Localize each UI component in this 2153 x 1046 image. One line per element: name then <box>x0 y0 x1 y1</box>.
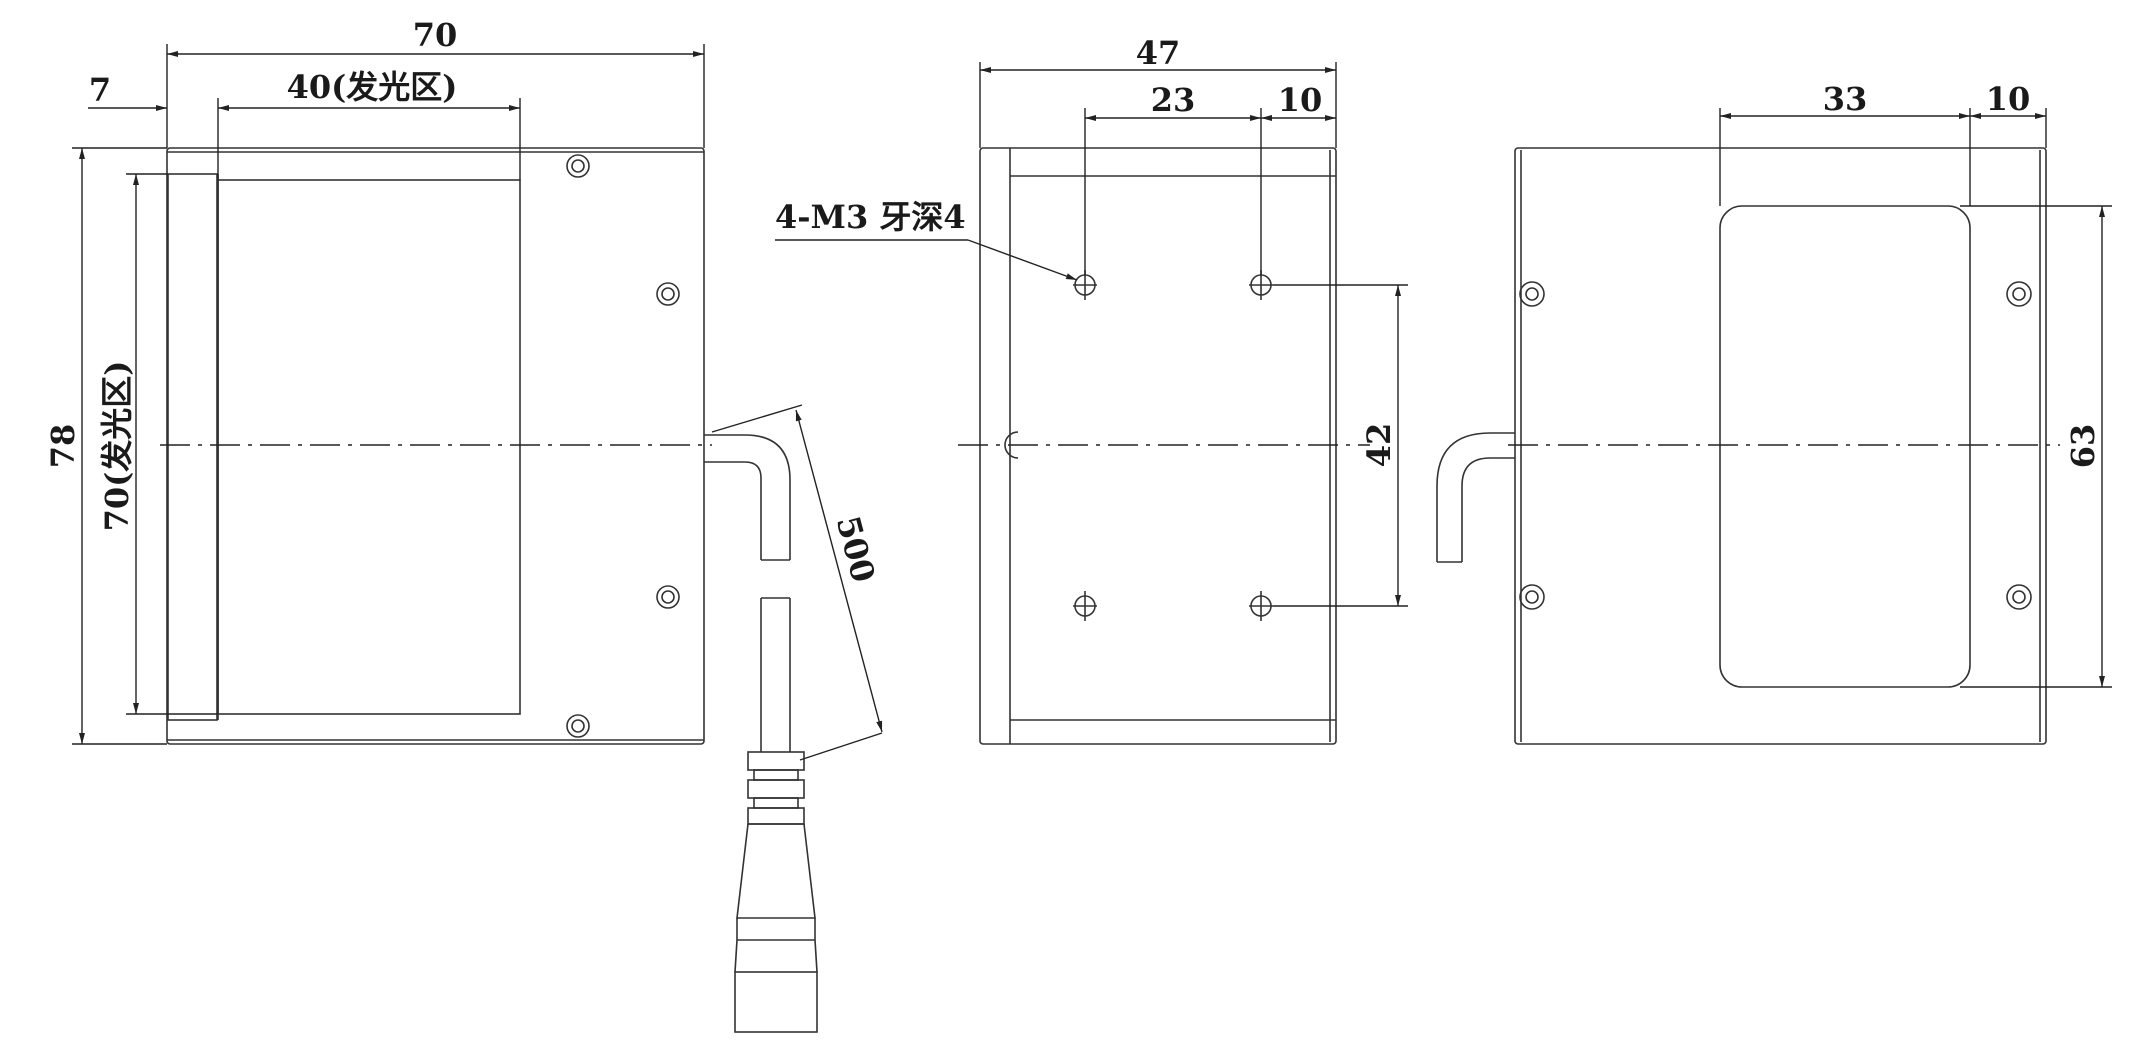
screw-icon <box>2006 584 2032 610</box>
dim-offset-label: 7 <box>89 71 111 109</box>
front-housing <box>166 147 705 745</box>
dim-height-label: 78 <box>44 424 82 469</box>
thread-note-label: 4-M3 牙深4 <box>775 198 966 236</box>
screw-icon <box>656 585 680 609</box>
back-view: 33 10 63 <box>1436 80 2112 745</box>
side-housing <box>979 147 1337 745</box>
emitting-area <box>217 179 521 715</box>
cable <box>704 434 791 752</box>
screw-icon <box>2006 281 2032 307</box>
side-view: 47 23 10 42 4-M3 牙深4 <box>775 34 1408 745</box>
front-view: 70 7 40(发光区) 78 70(发光区) 500 <box>44 16 883 1033</box>
cable <box>1436 432 1515 563</box>
dim-window-width-label: 33 <box>1823 80 1868 118</box>
threaded-hole-icon <box>1249 591 1273 621</box>
screw-icon <box>1519 281 1545 307</box>
dim-emit-width-label: 40(发光区) <box>287 68 458 106</box>
dim-emit-height-label: 70(发光区) <box>98 361 136 532</box>
dim-hole-spacing-x-label: 23 <box>1151 81 1196 119</box>
dim-side-width-label: 47 <box>1136 34 1181 72</box>
screw-icon <box>1519 584 1545 610</box>
cable-exit-icon <box>1004 431 1019 459</box>
screw-icon <box>566 714 590 738</box>
dim-window-height-label: 63 <box>2064 424 2102 469</box>
back-housing <box>1514 147 2047 745</box>
dim-width-label: 70 <box>413 16 458 54</box>
screw-icon <box>566 154 590 178</box>
back-window <box>1719 205 1971 688</box>
threaded-hole-icon <box>1073 591 1097 621</box>
dim-cable-length-label: 500 <box>829 512 883 586</box>
screw-icon <box>656 282 680 306</box>
dim-side-edge-label: 10 <box>1278 81 1323 119</box>
connector-icon <box>734 751 818 1033</box>
dim-hole-spacing-y-label: 42 <box>1360 423 1398 468</box>
dim-back-edge-label: 10 <box>1986 80 2031 118</box>
